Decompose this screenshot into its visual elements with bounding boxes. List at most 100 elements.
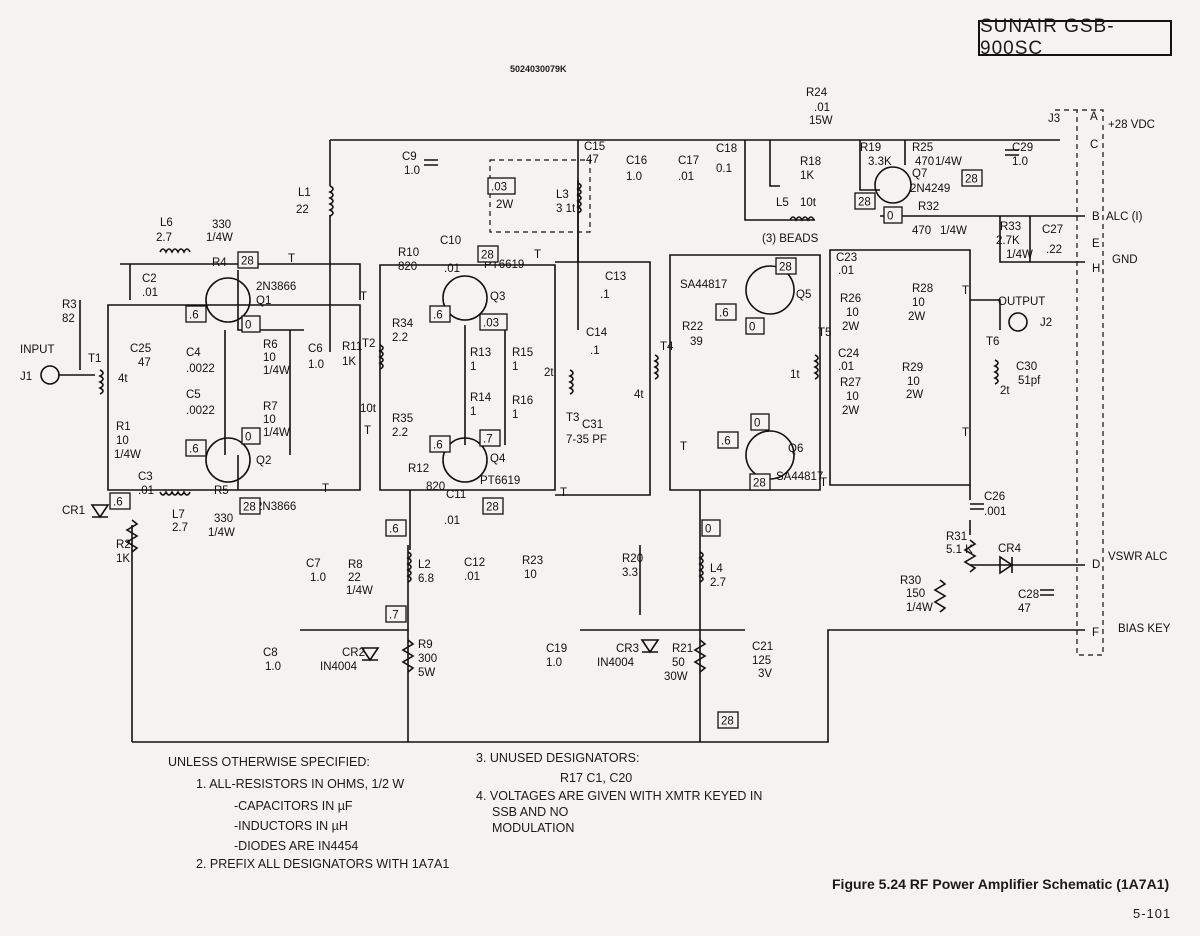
inductor-l4-symbol <box>698 551 704 583</box>
resistor-value: 2.2 <box>392 332 408 344</box>
resistor-rating: 1/4W <box>263 365 290 377</box>
transistor-type: 2N3866 <box>256 501 296 513</box>
resistor-ref: R33 <box>1000 221 1021 233</box>
input-port-label: INPUT <box>20 344 55 356</box>
inductor-value: 6.8 <box>418 573 434 585</box>
voltage-tag: 0 <box>245 432 251 444</box>
capacitor-ref: C7 <box>306 558 321 570</box>
capacitor-value: .01 <box>838 265 854 277</box>
capacitor-ref: C15 <box>584 141 605 153</box>
resistor-value: 10 <box>263 352 276 364</box>
transformer-ref: T4 <box>660 341 674 353</box>
tag-t: T <box>322 483 329 495</box>
resistor-rating: 30W <box>664 671 688 683</box>
resistor-ref: R21 <box>672 643 693 655</box>
inductor-l5-symbol <box>789 216 815 222</box>
voltage-tag-box <box>715 303 737 321</box>
resistor-r21-symbol <box>693 639 707 673</box>
resistor-ref: R6 <box>263 339 278 351</box>
diode-ref: CR2 <box>342 647 365 659</box>
voltage-tag-box <box>717 711 739 729</box>
turns-label: 2t <box>1000 385 1010 397</box>
note-1: 1. ALL-RESISTORS IN OHMS, 1/2 W <box>196 777 405 791</box>
transistor-ref: Q3 <box>490 291 505 303</box>
transistor-type: SA44817 <box>680 279 727 291</box>
turns-label: 1t <box>790 369 800 381</box>
resistor-ref: R30 <box>900 575 921 587</box>
capacitor-value: 47 <box>586 154 599 166</box>
transformer-t2-symbol <box>378 344 384 370</box>
transformer-t5-symbol <box>813 354 819 380</box>
connector-pin-f-label: BIAS KEY <box>1118 623 1171 635</box>
resistor-value: 82 <box>62 313 75 325</box>
voltage-tag-box <box>487 177 516 195</box>
transistor-ref: Q7 <box>912 168 927 180</box>
inductor-value: 22 <box>296 204 309 216</box>
voltage-tag: 28 <box>486 502 499 514</box>
resistor-ref: R35 <box>392 413 413 425</box>
voltage-tag: .6 <box>433 310 443 322</box>
voltage-tag: .7 <box>483 434 493 446</box>
capacitor-value: .1 <box>590 345 600 357</box>
transistor-ref: Q5 <box>796 289 811 301</box>
note-1a: -CAPACITORS IN µF <box>234 799 353 813</box>
connector-name: J3 <box>1048 113 1060 125</box>
resistor-ref: R24 <box>806 87 828 99</box>
resistor-value: 470 <box>915 156 934 168</box>
transformer-ref: T1 <box>88 353 101 365</box>
capacitor-value: 1.0 <box>626 171 642 183</box>
resistor-rating: 15W <box>809 115 833 127</box>
resistor-r31-symbol <box>963 539 977 573</box>
voltage-tag-box <box>239 497 261 515</box>
voltage-tag-box <box>237 251 259 269</box>
capacitor-value: 1.0 <box>546 657 562 669</box>
diode-ref: CR1 <box>62 505 85 517</box>
resistor-rating: 1/4W <box>114 449 141 461</box>
resistor-ref: R12 <box>408 463 429 475</box>
connector-pin-e-label: GND <box>1112 254 1138 266</box>
resistor-ref: R15 <box>512 347 533 359</box>
tag-t: T <box>360 291 367 303</box>
capacitor-value: 51pf <box>1018 375 1041 387</box>
voltage-tag: .6 <box>113 497 123 509</box>
resistor-value: 330 <box>212 219 231 231</box>
input-jack-label: J1 <box>20 371 32 383</box>
voltage-tag-box <box>749 473 771 491</box>
note-lead: UNLESS OTHERWISE SPECIFIED: <box>168 755 370 769</box>
resistor-ref: R10 <box>398 247 419 259</box>
capacitor-value: .01 <box>444 263 460 275</box>
capacitor-ref: C13 <box>605 271 626 283</box>
resistor-value: 10 <box>912 297 925 309</box>
voltage-tag-box <box>750 413 770 431</box>
voltage-tag-box <box>241 427 261 445</box>
transistor-q5-symbol <box>745 265 795 315</box>
connector-pin-e: E <box>1092 238 1100 250</box>
capacitor-ref: C12 <box>464 557 485 569</box>
transistor-ref: Q2 <box>256 455 271 467</box>
capacitor-value: .01 <box>142 287 158 299</box>
capacitor-value: 1.0 <box>310 572 326 584</box>
capacitor-ref: C18 <box>716 143 737 155</box>
connector-pin-f: F <box>1092 627 1099 639</box>
resistor-value: 330 <box>214 513 233 525</box>
resistor-rating: 1/4W <box>263 427 290 439</box>
connector-pin-a-label: +28 VDC <box>1108 119 1155 131</box>
inductor-ref: L1 <box>298 187 311 199</box>
capacitor-ref: C29 <box>1012 142 1033 154</box>
voltage-tag: .6 <box>389 524 399 536</box>
inductor-l3-symbol <box>576 182 582 214</box>
components <box>40 149 1054 673</box>
voltage-tag: 28 <box>241 256 254 268</box>
resistor-value: 300 <box>418 653 437 665</box>
voltage-tag: 0 <box>749 322 755 334</box>
connector-pin-c: C <box>1090 139 1098 151</box>
voltage-tag-box <box>241 315 261 333</box>
diode-cr3-symbol <box>640 639 660 654</box>
capacitor-value: 1.0 <box>308 359 324 371</box>
note-2: 2. PREFIX ALL DESIGNATORS WITH 1A7A1 <box>196 857 450 871</box>
resistor-ref: R25 <box>912 142 933 154</box>
resistor-ref: R26 <box>840 293 861 305</box>
resistor-value: 2.2 <box>392 427 408 439</box>
resistor-rating: 1/4W <box>206 232 233 244</box>
tag-t: T <box>364 425 371 437</box>
